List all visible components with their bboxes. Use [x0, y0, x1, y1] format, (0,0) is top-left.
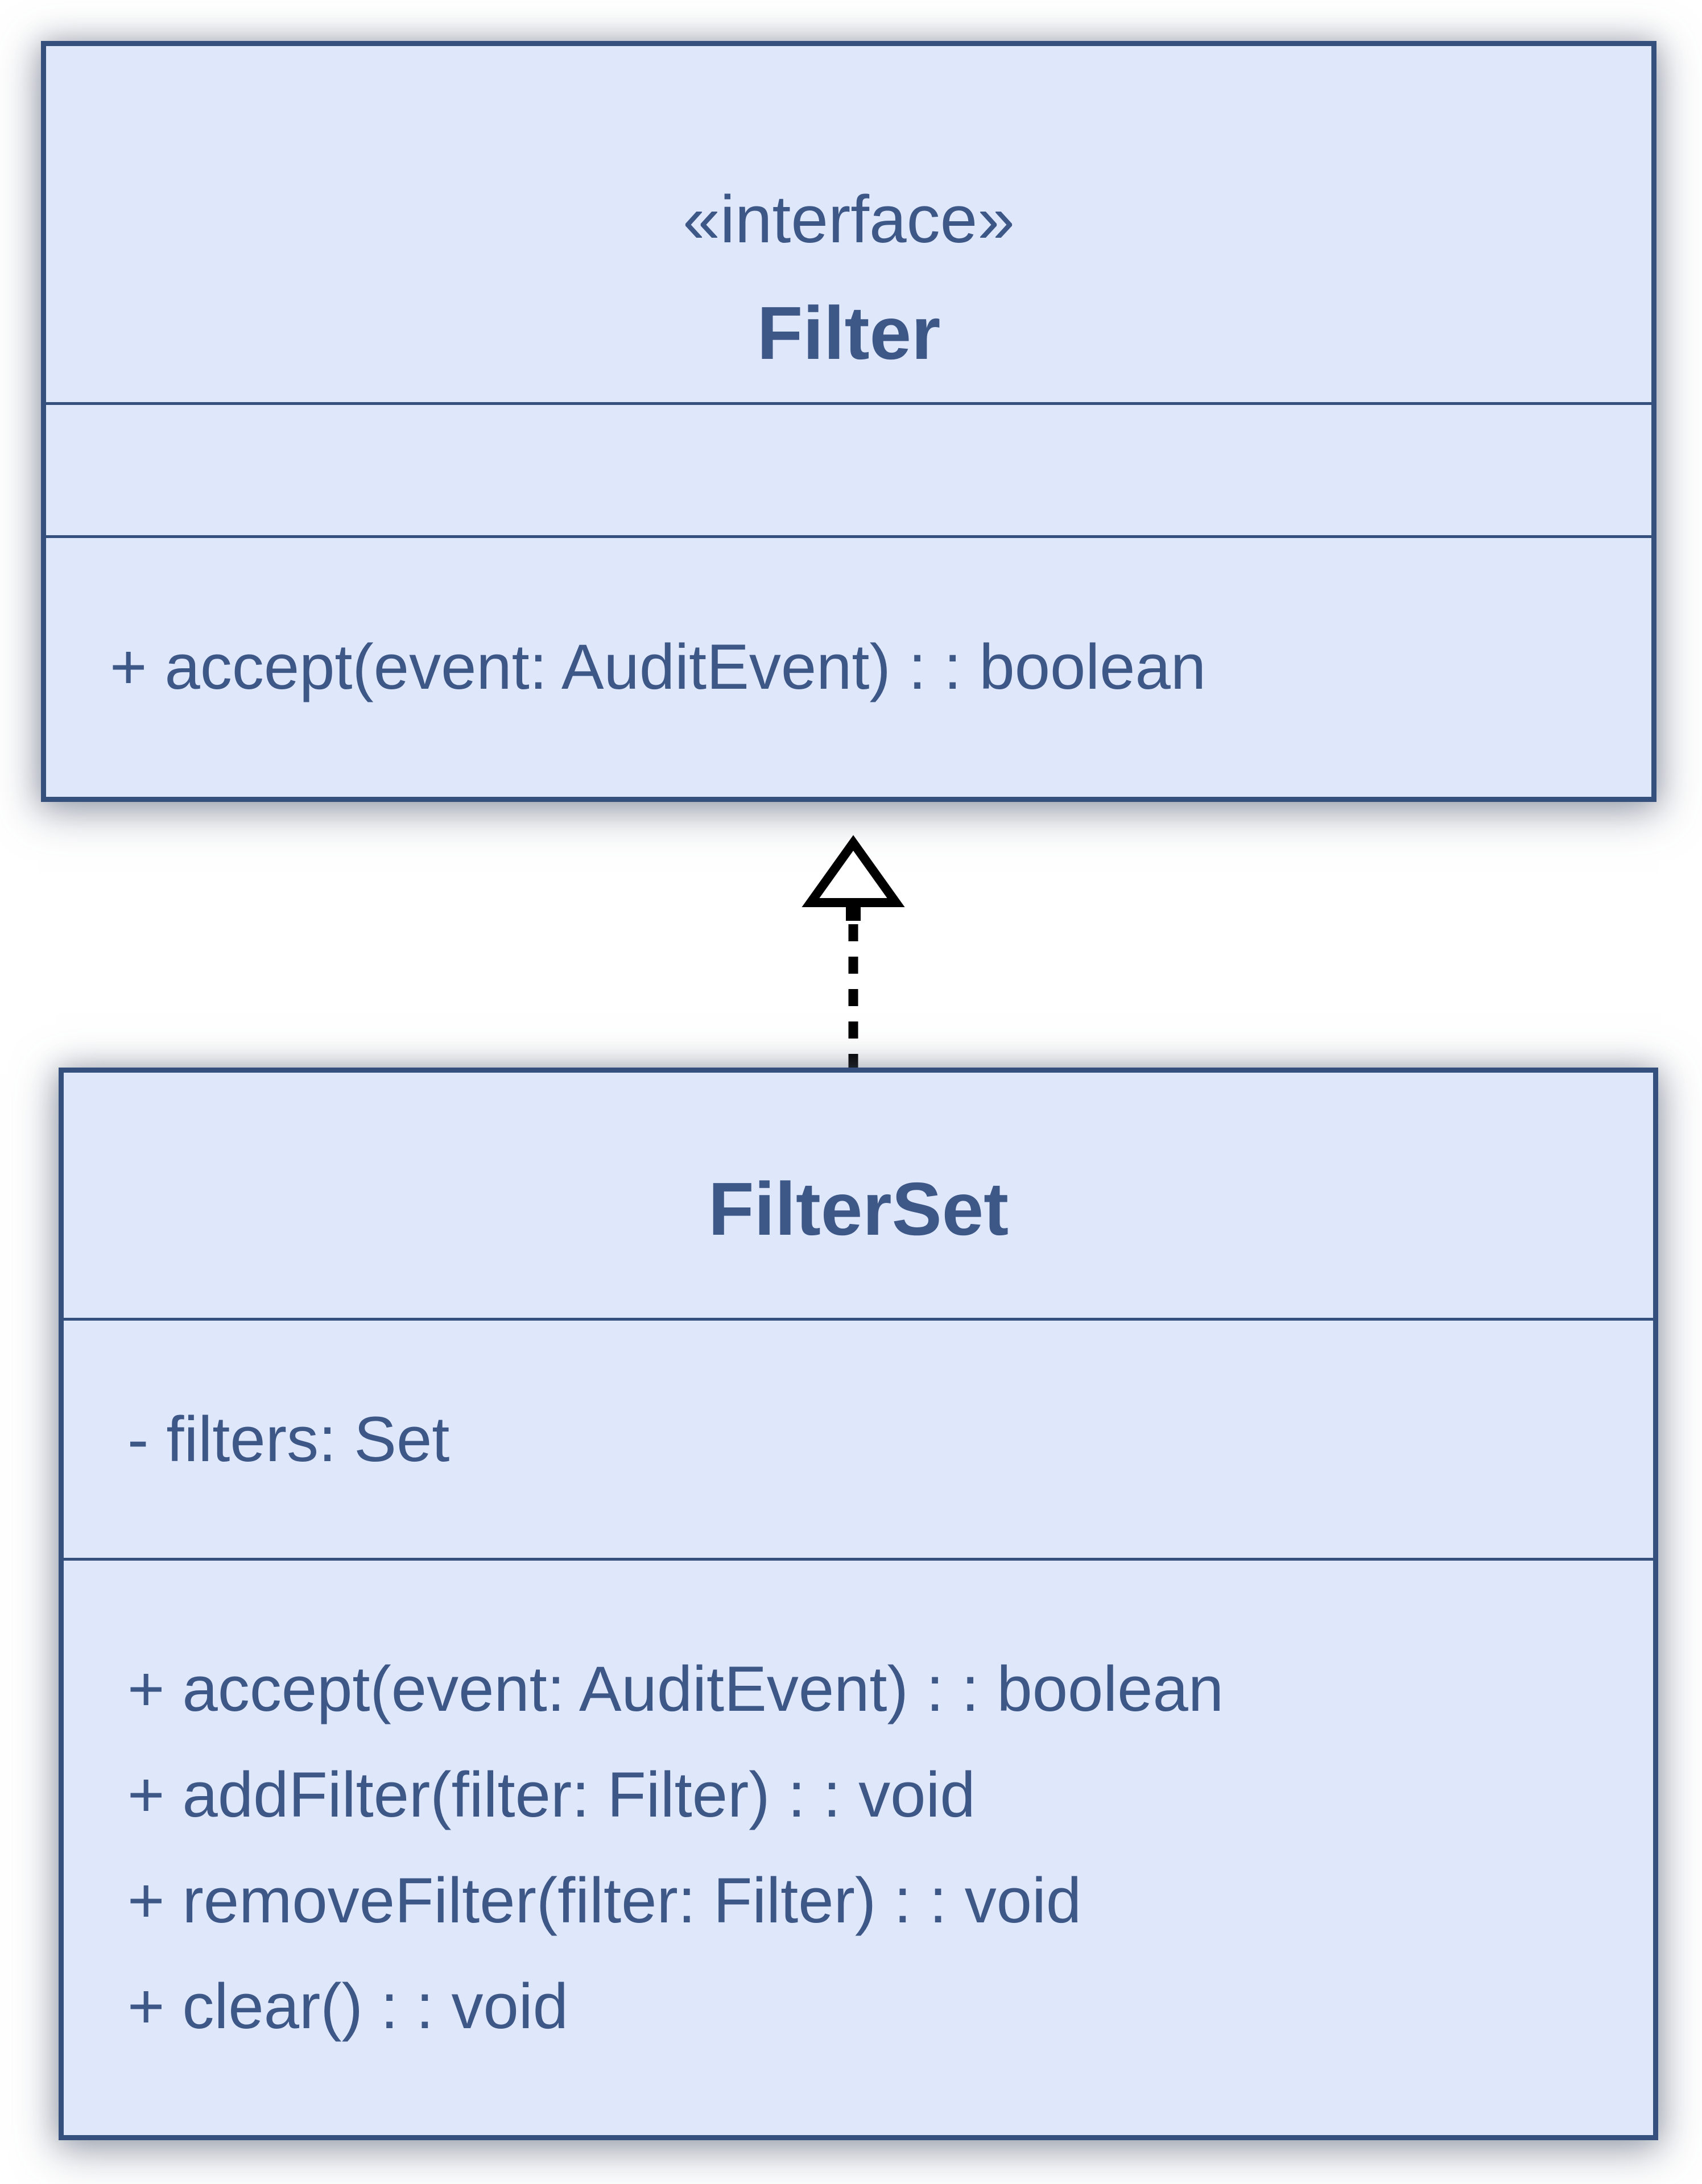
filterset-class-box: FilterSet - filters: Set + accept(event:…: [59, 1068, 1658, 2140]
filterset-attributes-compartment: - filters: Set: [64, 1318, 1653, 1558]
filterset-methods-compartment: + accept(event: AuditEvent) : : boolean …: [64, 1558, 1653, 2135]
interface-name: Filter: [757, 291, 941, 375]
stereotype-label: «interface»: [683, 182, 1015, 257]
filterset-title-compartment: FilterSet: [64, 1073, 1653, 1318]
method-item: + accept(event: AuditEvent) : : boolean: [127, 1653, 1224, 1724]
class-name: FilterSet: [708, 1167, 1009, 1251]
realization-arrow: [802, 835, 905, 1068]
interface-title-compartment: «interface» Filter: [46, 46, 1651, 402]
method-item: + accept(event: AuditEvent) : : boolean: [110, 631, 1207, 702]
interface-filter-box: «interface» Filter + accept(event: Audit…: [41, 41, 1656, 802]
method-item: + addFilter(filter: Filter) : : void: [127, 1759, 976, 1830]
attribute-item: - filters: Set: [127, 1403, 450, 1475]
hollow-triangle-arrowhead-icon: [802, 835, 905, 907]
method-item: + clear() : : void: [127, 1970, 568, 2042]
arrowhead-stem: [846, 903, 861, 921]
interface-attributes-compartment: [46, 402, 1651, 535]
method-item: + removeFilter(filter: Filter) : : void: [127, 1864, 1082, 1936]
interface-methods-compartment: + accept(event: AuditEvent) : : boolean: [46, 535, 1651, 796]
